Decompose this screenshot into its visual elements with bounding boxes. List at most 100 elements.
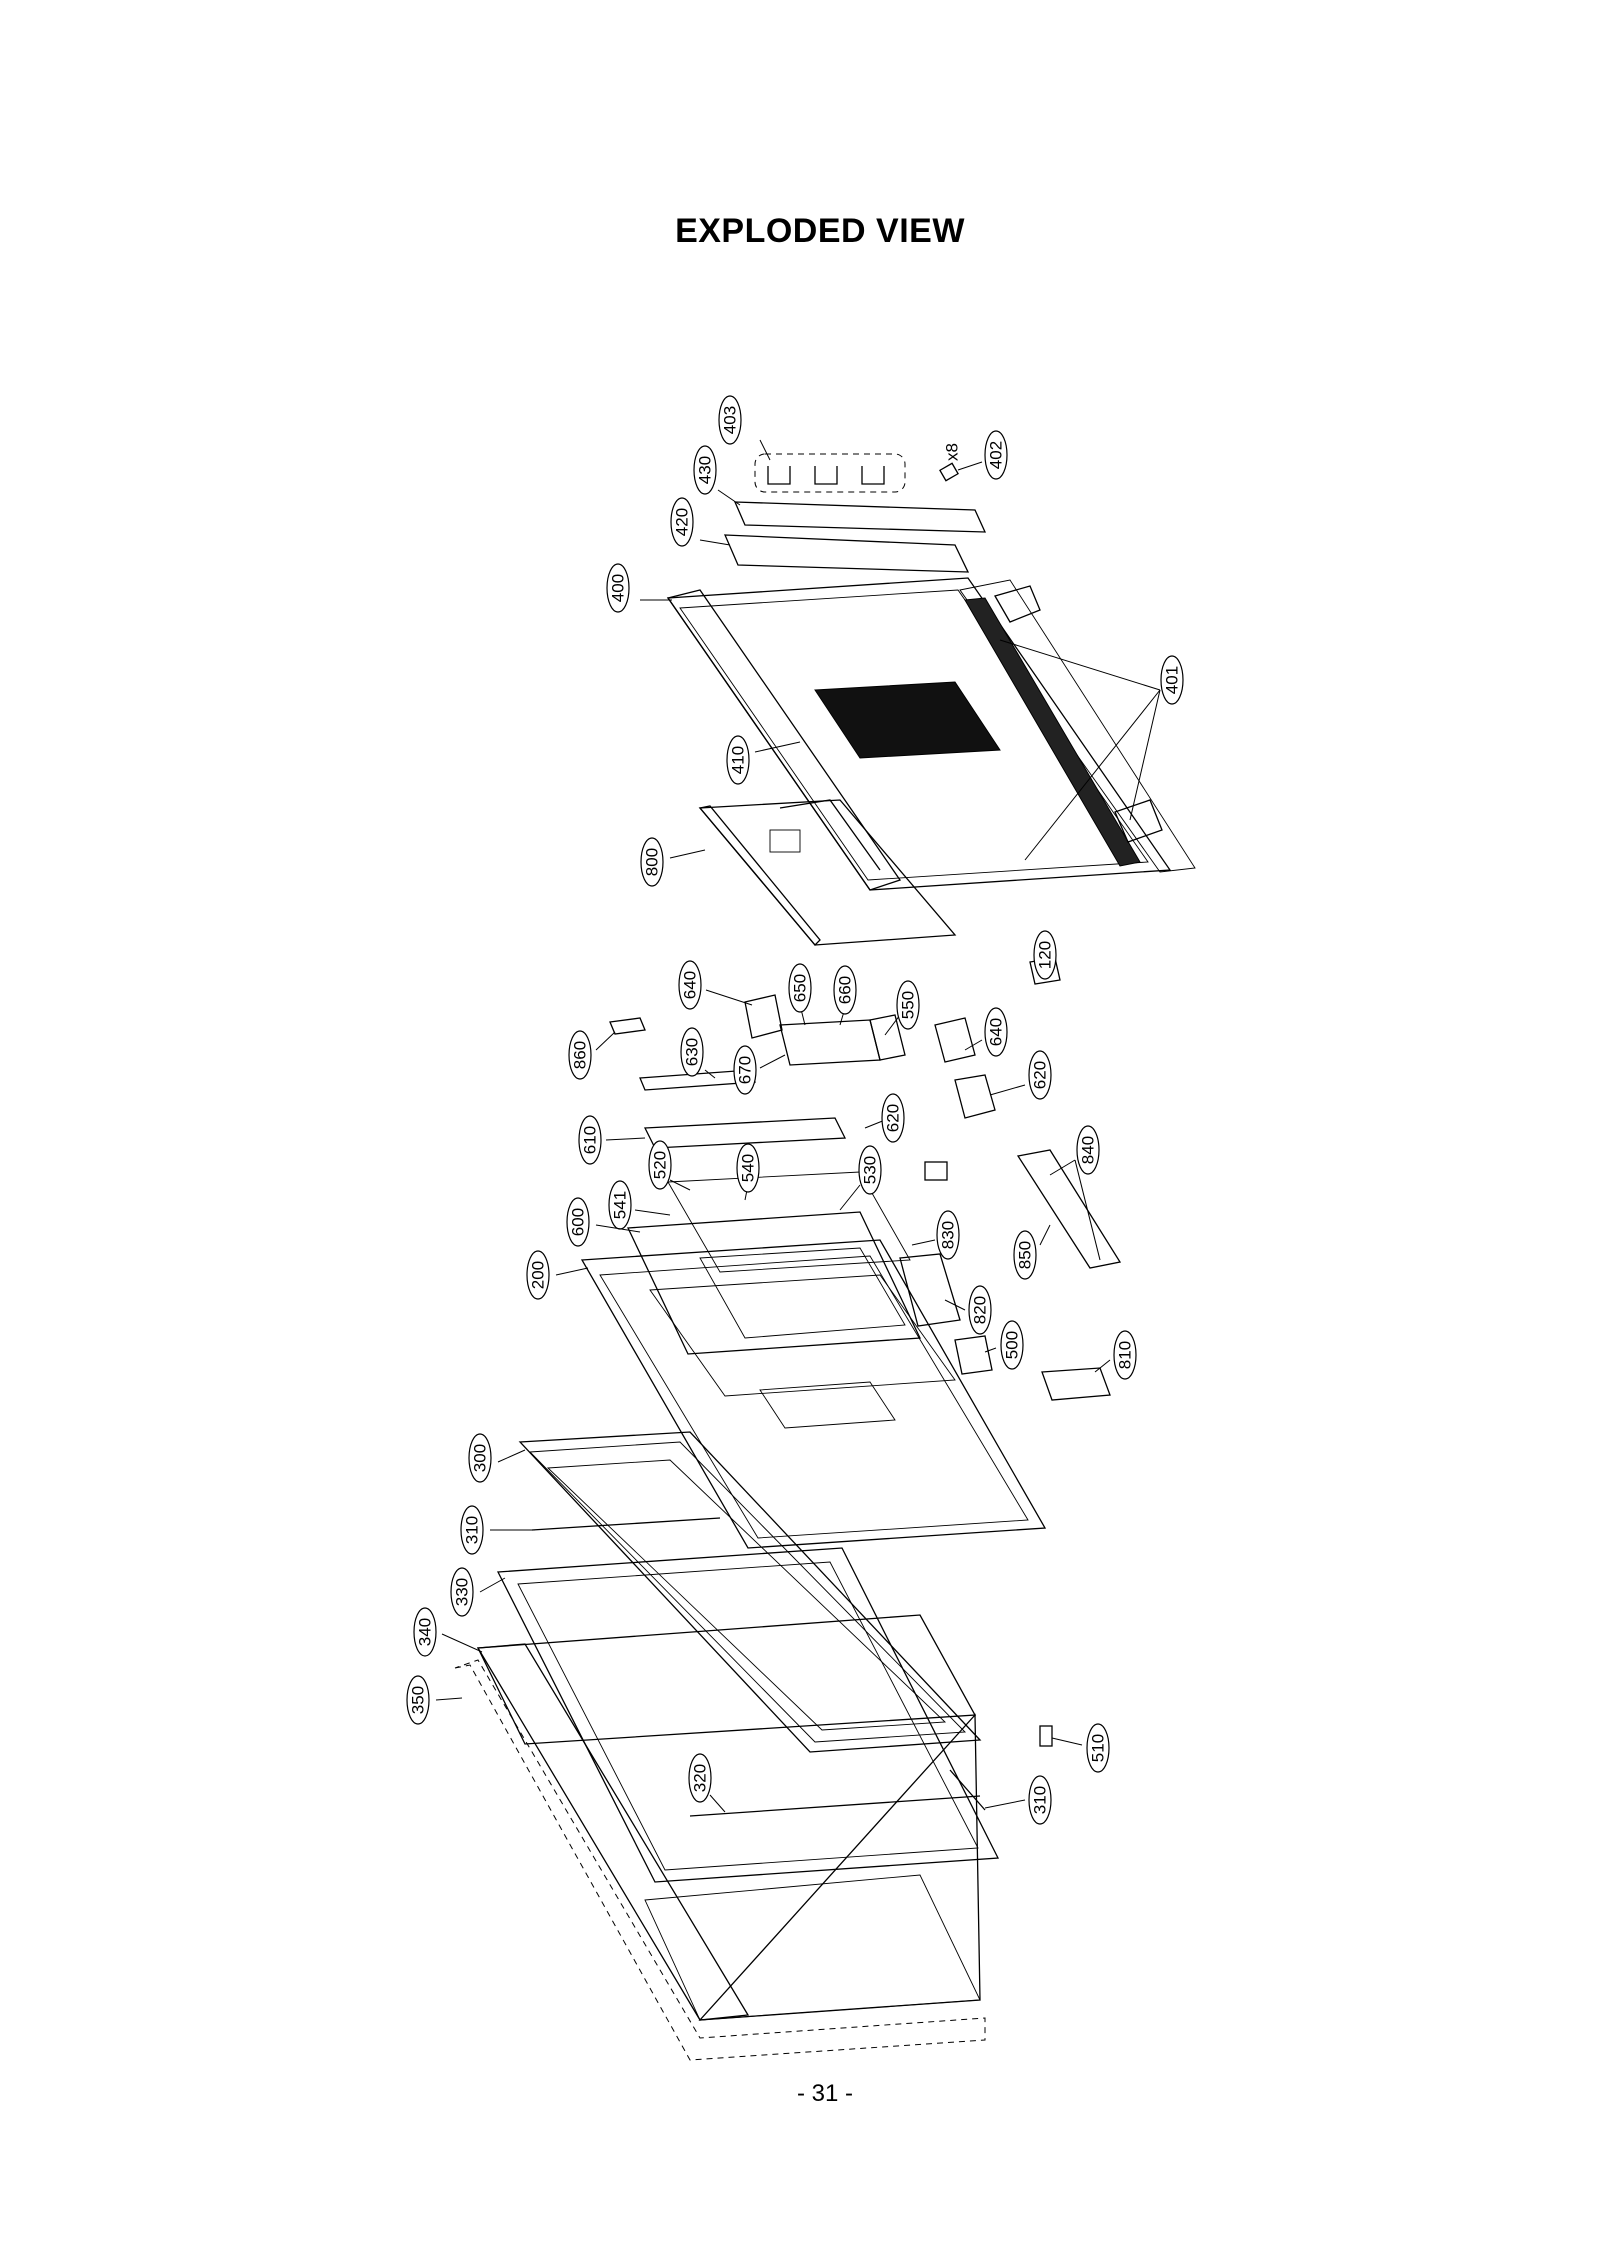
front-frame-300	[518, 1431, 982, 1753]
callout-340: 340	[413, 1607, 483, 1657]
leader-line	[964, 1039, 983, 1051]
leader-line	[989, 1084, 1026, 1096]
callout-label: 500	[1003, 1331, 1022, 1359]
callout-label: 420	[673, 508, 692, 536]
leader-line	[1039, 1224, 1051, 1246]
callout-label: 610	[581, 1126, 600, 1154]
callout-402: 402	[957, 430, 1008, 480]
callout-420: 420	[670, 497, 731, 547]
callout-label: 120	[1036, 941, 1055, 969]
callout-bubble	[1013, 1230, 1037, 1280]
leader-line	[634, 1209, 671, 1216]
callout-label: 510	[1089, 1734, 1108, 1762]
callout-bubble	[788, 963, 812, 1013]
callout-bubble	[726, 735, 750, 785]
callout-bubble	[1033, 930, 1057, 980]
leader-line	[595, 1031, 616, 1051]
callout-bubble	[670, 497, 694, 547]
callout-bubble	[1086, 1723, 1110, 1773]
callout-310b: 310	[984, 1775, 1052, 1825]
leader-line	[911, 1239, 936, 1246]
strip-310a	[531, 1517, 721, 1531]
chassis-200	[580, 1239, 1047, 1549]
callout-840: 840	[1049, 1125, 1101, 1261]
callout-bubble	[688, 1753, 712, 1803]
callout-label: 410	[729, 746, 748, 774]
callout-label: 840	[1079, 1136, 1098, 1164]
callout-label: 401	[1163, 666, 1182, 694]
leader-line	[1129, 689, 1161, 821]
callout-400: 400	[606, 563, 672, 613]
speaker-box-800	[698, 799, 957, 946]
callout-label: 200	[529, 1261, 548, 1289]
callout-300: 300	[468, 1433, 526, 1483]
callout-label: 830	[939, 1221, 958, 1249]
callout-630: 630	[680, 1027, 716, 1079]
callout-bubble	[693, 445, 717, 495]
callout-800: 800	[640, 837, 706, 887]
callout-bubble	[1113, 1330, 1137, 1380]
callout-bubble	[606, 563, 630, 613]
leader-line	[605, 1137, 646, 1141]
callout-label: 850	[1016, 1241, 1035, 1269]
callout-label: 402	[987, 441, 1006, 469]
callout-520: 520	[648, 1140, 691, 1191]
callout-bubble	[568, 1030, 592, 1080]
leader-line	[441, 1633, 483, 1653]
callout-540: 540	[736, 1143, 760, 1201]
callout-bubble	[1076, 1125, 1100, 1175]
leader-line	[984, 1799, 1026, 1809]
callout-bubble	[526, 1250, 550, 1300]
callout-670: 670	[733, 1045, 786, 1095]
callout-label: 400	[609, 574, 628, 602]
leader-line	[1051, 1737, 1083, 1746]
callout-650: 650	[788, 963, 812, 1026]
callout-bubble	[1000, 1320, 1024, 1370]
callout-403: 403	[718, 395, 771, 461]
callout-bubble	[413, 1607, 437, 1657]
callout-label: 340	[416, 1618, 435, 1646]
callout-330: 330	[450, 1567, 506, 1617]
callout-label: 430	[696, 456, 715, 484]
callout-label: 600	[569, 1208, 588, 1236]
callout-bubble	[733, 1045, 757, 1095]
leader-line	[759, 439, 771, 461]
callout-310a: 310	[460, 1505, 535, 1555]
middle-bracket-parts	[609, 957, 1122, 1269]
callout-660: 660	[833, 965, 857, 1026]
leader-line	[999, 639, 1161, 691]
page-title: EXPLODED VIEW	[675, 212, 965, 250]
callout-620a: 620	[989, 1050, 1052, 1100]
leader-line	[944, 1299, 966, 1311]
callout-bubble	[1160, 655, 1184, 705]
callout-430: 430	[693, 445, 741, 506]
callout-label: 630	[683, 1038, 702, 1066]
callout-bubble	[1028, 1775, 1052, 1825]
callout-350: 350	[406, 1675, 463, 1725]
leader-line	[754, 741, 801, 753]
callout-200: 200	[526, 1250, 589, 1300]
callout-620b: 620	[864, 1093, 905, 1143]
callout-label: 320	[691, 1764, 710, 1792]
stand-holders-403	[754, 453, 906, 493]
callout-bubble	[984, 430, 1008, 480]
leader-line	[595, 1224, 641, 1233]
callout-bubble	[718, 395, 742, 445]
front-cabinet-340	[476, 1614, 981, 2021]
leader-line	[957, 461, 983, 471]
leader-line	[705, 989, 753, 1006]
page-number: - 31 -	[796, 2080, 853, 2107]
callout-401: 401	[999, 639, 1184, 861]
callout-label: 540	[739, 1154, 758, 1182]
leader-line	[1094, 1359, 1111, 1373]
leader-line	[1049, 1159, 1076, 1176]
callout-label: 403	[721, 406, 740, 434]
module-820	[899, 1253, 961, 1327]
callout-label: 330	[453, 1578, 472, 1606]
callout-bubble	[450, 1567, 474, 1617]
callout-x8: x8	[943, 443, 962, 461]
callout-label: 650	[791, 974, 810, 1002]
callout-label: 530	[861, 1156, 880, 1184]
leader-line	[699, 539, 731, 546]
callout-810: 810	[1094, 1330, 1137, 1380]
